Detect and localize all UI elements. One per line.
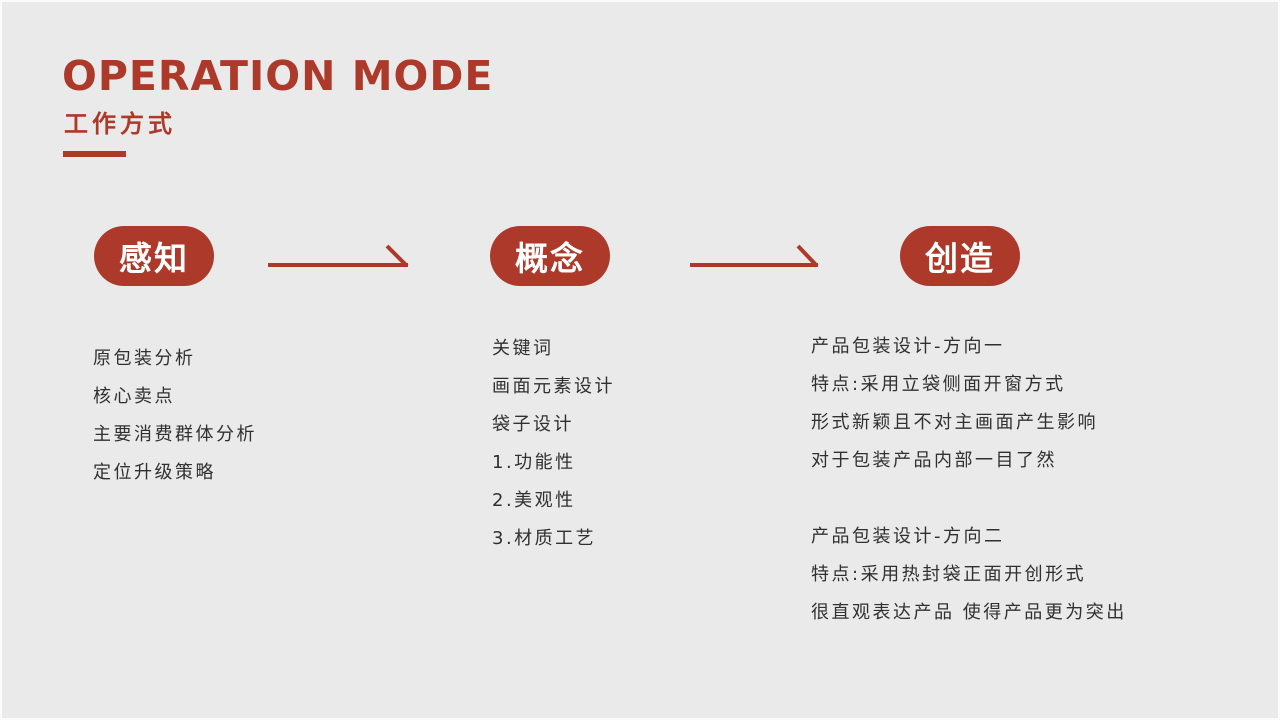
list-item: 特点:采用立袋侧面开窗方式 <box>811 374 1066 395</box>
title-underline <box>63 151 126 157</box>
list-item: 主要消费群体分析 <box>93 424 257 445</box>
concept-list: 关键词 画面元素设计 袋子设计 1.功能性 2.美观性 3.材质工艺 <box>492 330 615 558</box>
list-item: 袋子设计 <box>492 414 574 435</box>
list-item: 核心卖点 <box>93 386 175 407</box>
flow-arrow-icon <box>690 244 819 268</box>
stage-pill-concept: 概念 <box>490 226 610 286</box>
list-item: 形式新颖且不对主画面产生影响 <box>811 412 1098 433</box>
flow-arrow-icon <box>268 244 409 268</box>
page-subtitle: 工作方式 <box>64 110 176 138</box>
list-item: 产品包装设计-方向一 <box>811 336 1005 357</box>
page-title: OPERATION MODE <box>62 52 494 100</box>
creation-direction-1-group: 产品包装设计-方向一 特点:采用立袋侧面开窗方式 形式新颖且不对主画面产生影响 … <box>811 328 1127 480</box>
list-item: 1.功能性 <box>492 452 576 473</box>
list-item: 特点:采用热封袋正面开创形式 <box>811 564 1087 585</box>
list-item: 原包装分析 <box>93 348 196 369</box>
stage-pill-creation: 创造 <box>900 226 1020 286</box>
creation-list: 产品包装设计-方向一 特点:采用立袋侧面开窗方式 形式新颖且不对主画面产生影响 … <box>811 328 1127 632</box>
list-item: 3.材质工艺 <box>492 528 597 549</box>
perception-list: 原包装分析 核心卖点 主要消费群体分析 定位升级策略 <box>93 340 257 492</box>
stage-pill-perception: 感知 <box>94 226 214 286</box>
list-item: 产品包装设计-方向二 <box>811 526 1005 547</box>
list-item: 很直观表达产品 使得产品更为突出 <box>811 602 1127 623</box>
list-item: 2.美观性 <box>492 490 576 511</box>
list-item: 定位升级策略 <box>93 462 216 483</box>
list-item: 画面元素设计 <box>492 376 615 397</box>
creation-direction-2-group: 产品包装设计-方向二 特点:采用热封袋正面开创形式 很直观表达产品 使得产品更为… <box>811 518 1127 632</box>
stage-pill-label: 感知 <box>119 239 189 278</box>
stage-pill-label: 创造 <box>925 239 995 278</box>
list-item: 关键词 <box>492 338 554 359</box>
list-item: 对于包装产品内部一目了然 <box>811 450 1057 471</box>
stage-pill-label: 概念 <box>515 239 585 278</box>
